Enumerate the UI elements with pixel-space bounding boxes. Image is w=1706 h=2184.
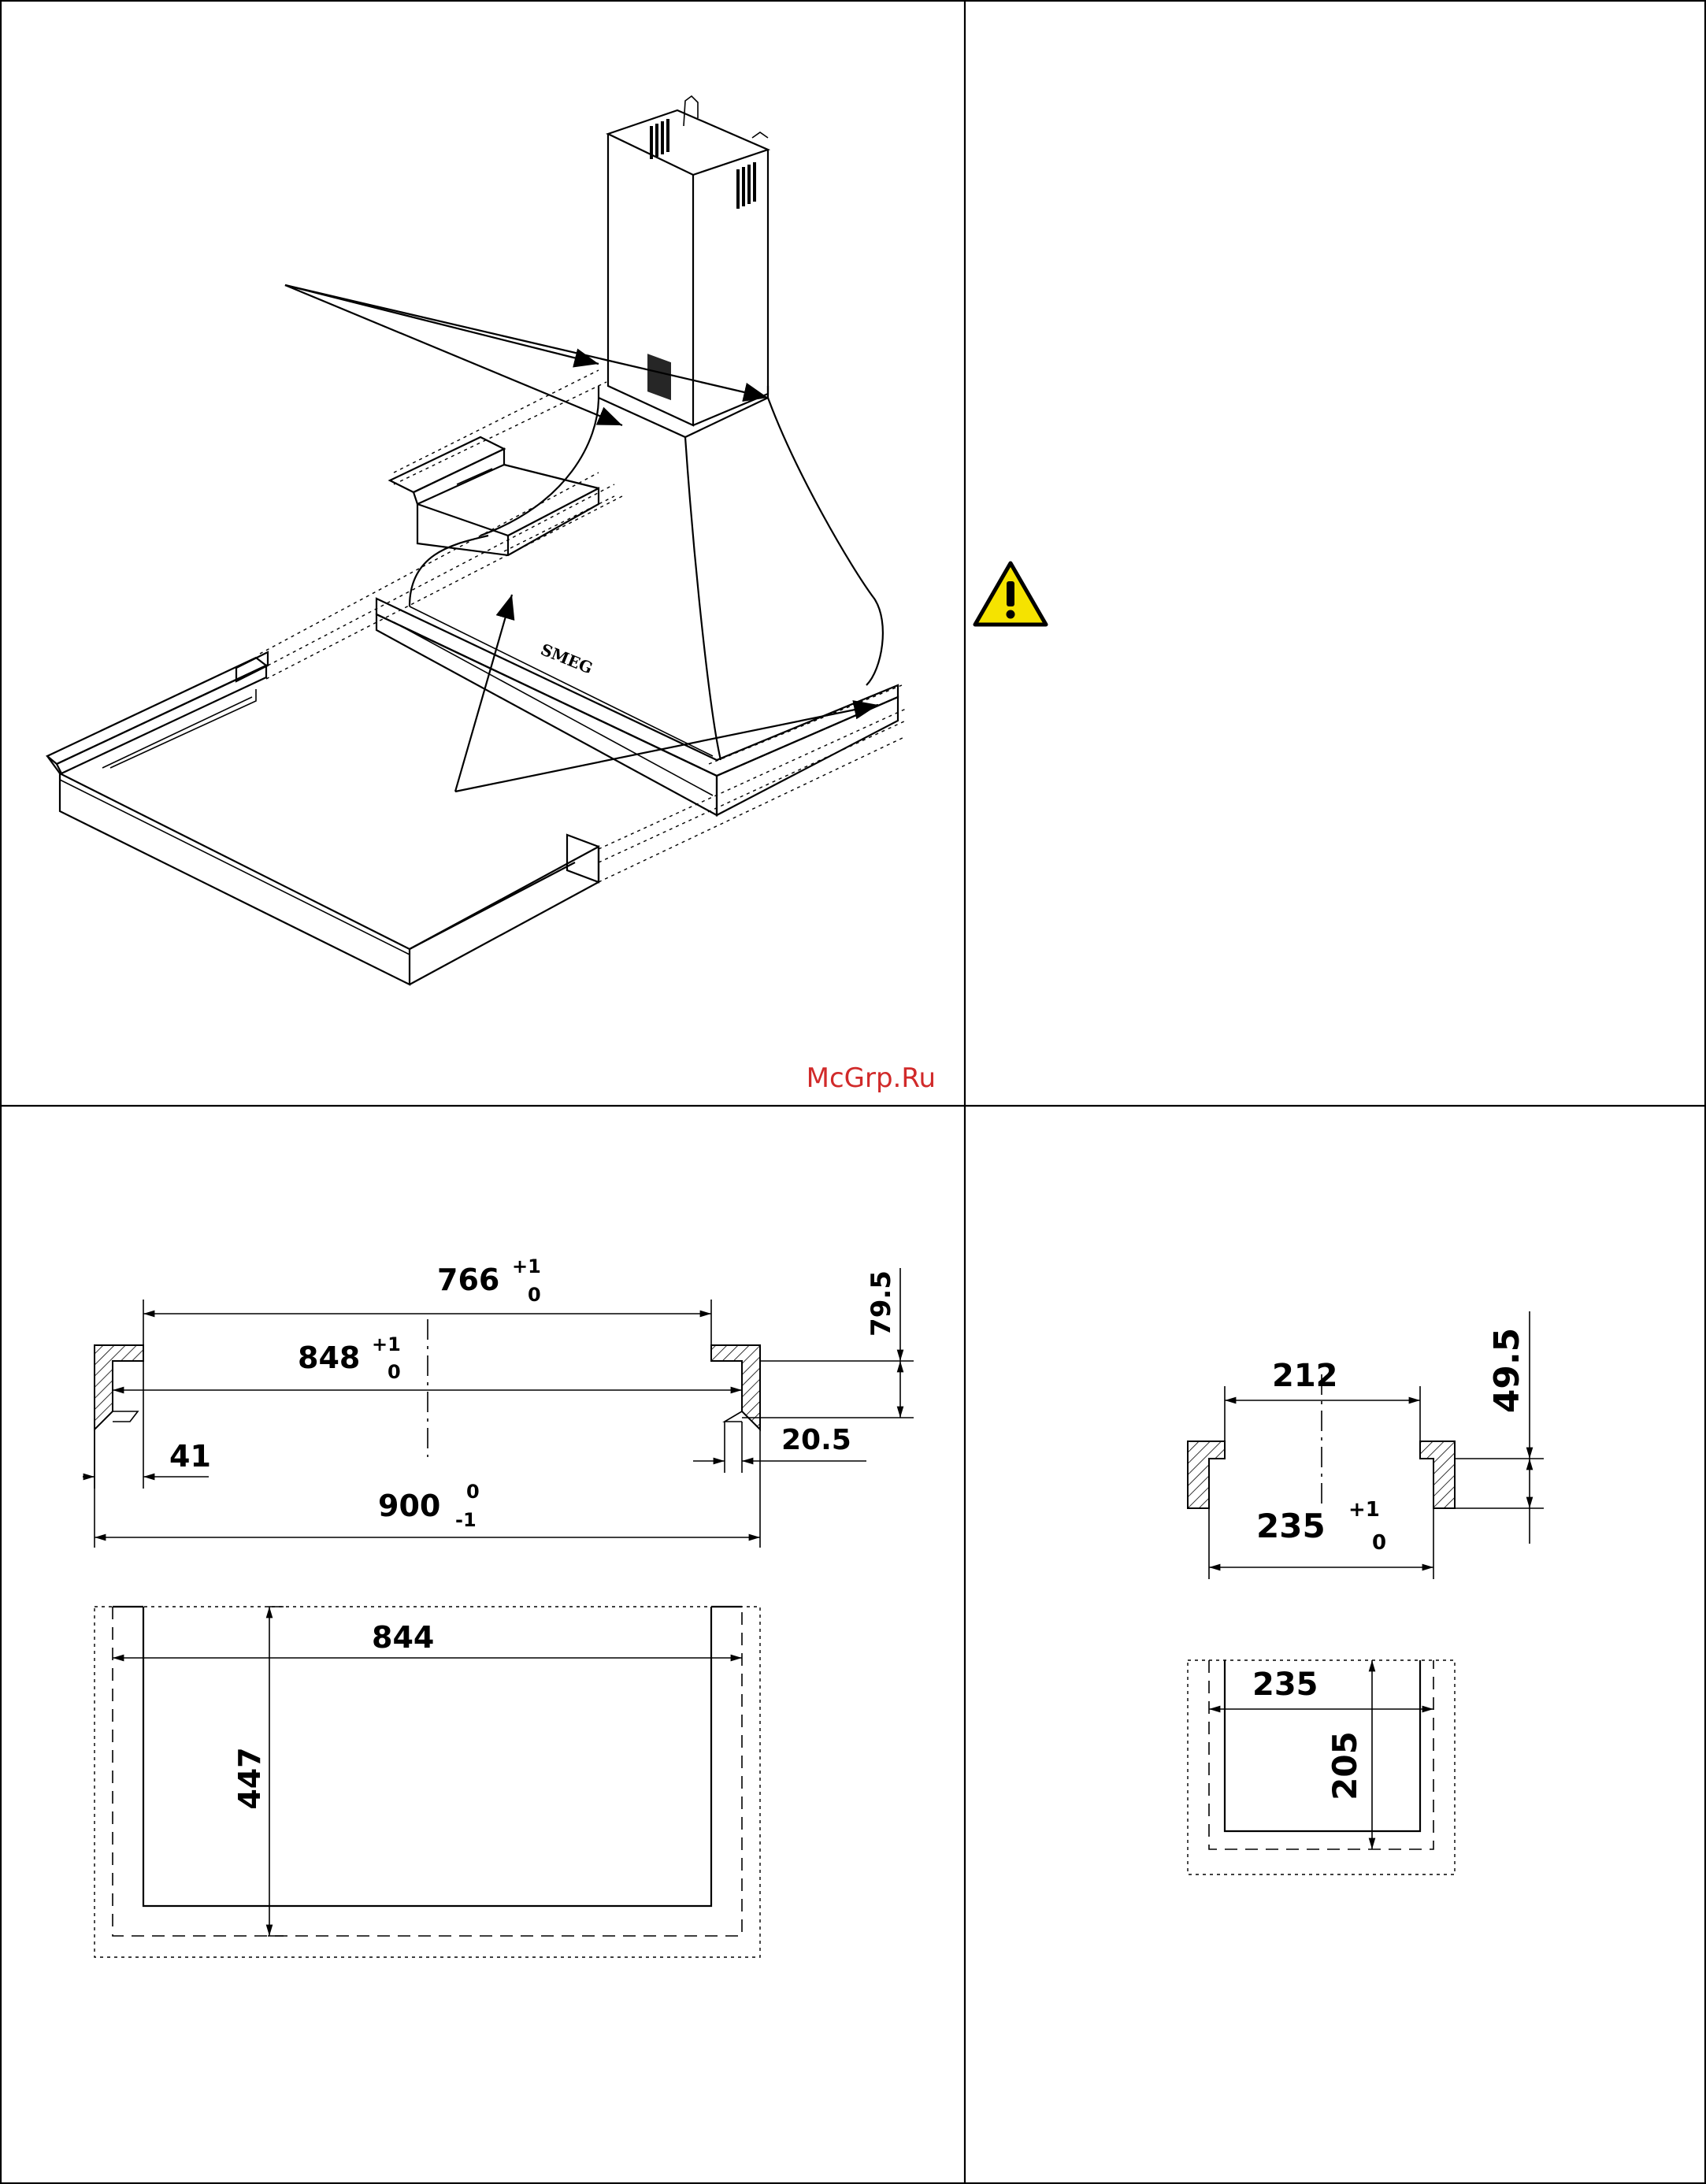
dim-900: 900 (378, 1489, 440, 1523)
hood-plan-view: 844 447 (95, 1607, 760, 1957)
dim-235: 235 (1252, 1667, 1318, 1703)
chimney (608, 96, 768, 425)
dim-900-tol-upper: 0 (466, 1481, 480, 1503)
dim-766-tol-lower: 0 (528, 1284, 541, 1306)
dim-766: 766 (437, 1263, 499, 1297)
dim-49-5: 49.5 (1487, 1328, 1527, 1414)
dim-848-tol-upper: +1 (372, 1333, 401, 1355)
dim-900-tol-lower: -1 (455, 1509, 477, 1531)
dim-212: 212 (1272, 1358, 1338, 1394)
dim-41: 41 (169, 1439, 211, 1474)
dim-235-tol-lower: 0 (1372, 1531, 1386, 1555)
chimney-vent-left (650, 119, 669, 159)
warning-triangle-icon (975, 563, 1046, 625)
dim-235-tol-upper: +1 (1348, 1498, 1380, 1522)
dim-235-tol: 235 (1256, 1507, 1326, 1545)
chimney-cutout-section: 212 49.5 235 +1 0 (1188, 1311, 1544, 1579)
upper-cornice (390, 437, 599, 555)
callout-arrows (285, 285, 878, 792)
hood-assembly-drawing: SMEG (47, 96, 906, 984)
watermark-text: McGrp.Ru (807, 1062, 936, 1094)
dim-79-5: 79.5 (866, 1270, 897, 1337)
dim-766-tol-upper: +1 (512, 1255, 541, 1277)
hood-brand-label: SMEG (538, 640, 595, 677)
dim-20-5: 20.5 (781, 1424, 851, 1456)
dim-844: 844 (372, 1620, 434, 1655)
cornice-frame (47, 652, 599, 984)
explosion-lines (260, 370, 906, 882)
dim-447: 447 (232, 1747, 267, 1809)
dim-848: 848 (298, 1340, 360, 1375)
dim-205: 205 (1326, 1731, 1364, 1800)
chimney-plan-view: 235 205 (1188, 1660, 1455, 1874)
dim-848-tol-lower: 0 (388, 1361, 401, 1383)
chimney-vent-right (736, 162, 756, 209)
hood-cutout-section: 766 +1 0 848 +1 0 79.5 41 20.5 900 0 -1 (83, 1255, 914, 1548)
